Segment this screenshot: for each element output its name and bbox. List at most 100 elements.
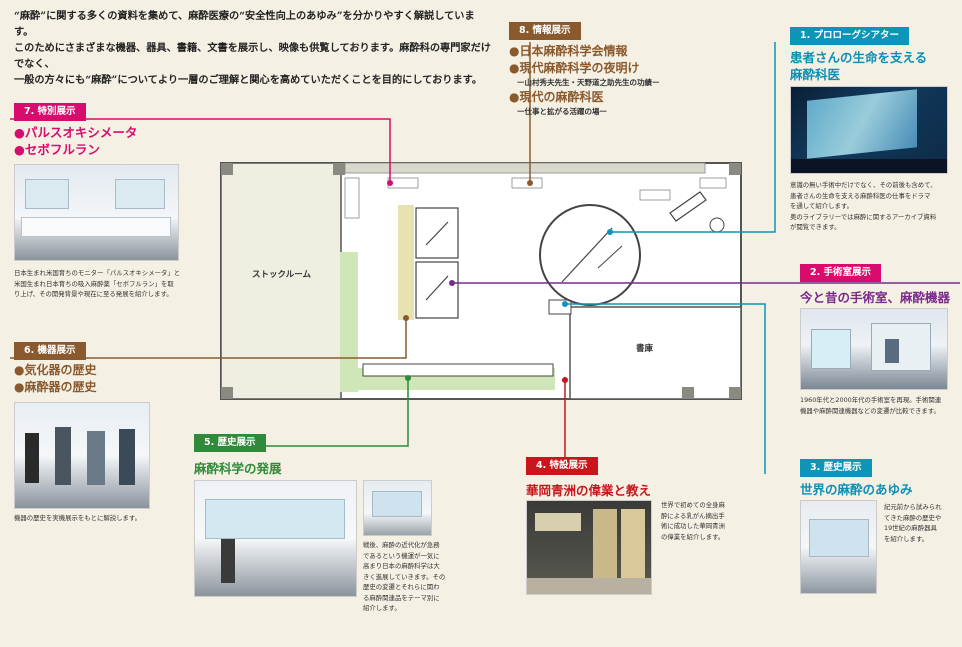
display-case (548, 299, 572, 315)
section-2-photo (800, 308, 948, 390)
connector-6 (10, 318, 407, 359)
display-case (21, 217, 171, 237)
section-1-caption-line: が閲覧できます。 (790, 223, 841, 231)
section-3-caption-line: てきた麻酔の歴史や (884, 513, 942, 522)
intro-text: “麻酔”に関する多くの資料を集めて、麻酔医療の“安全性向上のあゆみ”を分かりやす… (14, 8, 494, 88)
section-1-photo (790, 86, 948, 174)
section-2-caption: 1960年代と2000年代の手術室を再現。手術関連 機器や麻酔関連機器などの変遷… (800, 395, 960, 416)
section-3-caption-line: 紀元前から試みられ (884, 503, 942, 511)
section-7-item: ●パルスオキシメータ (14, 125, 138, 140)
display-case (415, 261, 459, 319)
pillar (729, 163, 741, 175)
section-2-badge: 2. 手術室展示 (800, 264, 882, 282)
section-4-caption-line: 酔による乳がん摘出手 (661, 511, 725, 520)
stock-room (220, 162, 342, 400)
section-8-item-1: ●日本麻酔科学会情報 (509, 44, 628, 58)
stock-room-label: ストックルーム (252, 270, 311, 280)
theater-floor (791, 159, 947, 173)
connector-5 (260, 378, 409, 447)
section-6-caption: 機器の歴史を実機展示をもとに解説します。 (14, 514, 142, 522)
section-3-caption-line: 19世紀の麻酔器具 (884, 524, 937, 532)
section-5-caption-line: 高まり日本の麻酔科学は大 (363, 562, 440, 570)
section-5-caption-line: であるという機運が一気に (363, 551, 440, 560)
section-6-item: ●気化器の歴史 (14, 363, 97, 377)
intro-line-1: “麻酔”に関する多くの資料を集めて、麻酔医療の“安全性向上のあゆみ”を分かりやす… (14, 10, 475, 38)
display-item (425, 221, 449, 246)
connector-6-dot (403, 315, 409, 321)
section-5-badge: 5. 歴史展示 (194, 434, 266, 452)
section-1-caption-line: を通して紹介します。 (790, 202, 854, 210)
section-6-item: ●麻酔器の歴史 (14, 380, 97, 394)
section-7-caption-line: 日本生まれ米国育ちのモニター「パルスオキシメータ」と (14, 269, 181, 277)
display-case (639, 189, 671, 201)
prologue-theater (539, 204, 641, 306)
connector-8-dot (527, 180, 533, 186)
section-4-title: 華岡青洲の偉業と教え (526, 483, 652, 498)
anesthesia-machine (87, 431, 105, 485)
section-7-item: ●セボフルラン (14, 142, 100, 157)
section-3-caption-line: を紹介します。 (884, 534, 929, 543)
theater-seat (597, 245, 623, 269)
section-7-caption-line: 米国生まれ日本育ちの吸入麻酔薬「セボフルラン」を取 (14, 279, 174, 288)
scroll-artwork (593, 509, 617, 579)
connector-5-dot (405, 375, 411, 381)
display-panel (25, 179, 69, 209)
section-5-caption: 戦後、麻酔の近代化が急務 であるという機運が一気に 高まり日本の麻酔科学は大 き… (363, 540, 463, 614)
section-5-caption-line: 紹介します。 (363, 604, 401, 612)
section-3-caption: 紀元前から試みられ てきた麻酔の歴史や 19世紀の麻酔器具 を紹介します。 (884, 502, 962, 544)
section-6-items: ●気化器の歴史 ●麻酔器の歴史 (14, 362, 96, 396)
section-3-title: 世界の麻酔のあゆみ (800, 482, 913, 497)
connector-3-dot (562, 301, 568, 307)
section-5-title: 麻酔科学の発展 (194, 461, 282, 476)
connector-2-dot (449, 280, 455, 286)
section-5-caption-line: 歴史の変遷とそれらに関わ (363, 583, 440, 591)
pillar (682, 387, 694, 399)
section-1-title-line-1: 患者さんの生命を支える (790, 50, 928, 65)
connector-7 (10, 118, 391, 183)
section-8-item-2: ●現代麻酔科学の夜明け (509, 61, 640, 75)
display-case (344, 177, 360, 219)
display-case-long (362, 363, 554, 377)
display-panel (115, 179, 165, 209)
connector-1-dot (607, 229, 613, 235)
vaporizer (25, 433, 39, 483)
zone-5-highlight (340, 252, 358, 392)
section-1-caption: 意識の無い手術中だけでなく、その前後も含めて、 患者さんの生命を支える麻酔科医の… (790, 180, 960, 233)
section-1-title-line-2: 麻酔科医 (790, 67, 841, 82)
zone-6-highlight (398, 205, 414, 320)
history-panel (809, 519, 869, 557)
section-4-caption: 世界で初めての全身麻 酔による乳がん摘出手 術に成功した華岡青洲 の偉業を紹介し… (661, 500, 751, 542)
anesthesia-machine (119, 429, 135, 485)
library-label: 書庫 (636, 344, 654, 354)
section-7-photo (14, 164, 179, 261)
anesthesia-machine (885, 339, 899, 363)
section-1-caption-line: 意識の無い手術中だけでなく、その前後も含めて、 (790, 181, 937, 189)
pillar (221, 387, 233, 399)
section-4-caption-line: の偉業を紹介します。 (661, 532, 725, 541)
section-1-caption-line: 奥のライブラリーでは麻酔に関するアーカイブ資料 (790, 212, 937, 221)
section-8-sub-3: ー仕事と拡がる活躍の場ー (517, 107, 607, 116)
section-3-badge: 3. 歴史展示 (800, 459, 872, 477)
section-1-badge: 1. プロローグシアター (790, 27, 910, 45)
section-4-caption-line: 世界で初めての全身麻 (661, 501, 725, 509)
intro-line-3: 一般の方々にも“麻酔”についてより一層のご理解と関心を高めていただくことを目的に… (14, 74, 483, 86)
section-4-badge: 4. 特設展示 (526, 457, 598, 475)
section-7-items: ●パルスオキシメータ ●セボフルラン (14, 124, 137, 158)
connector-4-dot (562, 377, 568, 383)
section-5-photo-1 (194, 480, 357, 597)
section-8-badge: 8. 情報展示 (509, 22, 581, 40)
pillar (333, 163, 345, 175)
anesthesia-machine (221, 539, 235, 583)
display-case (699, 177, 727, 189)
scroll-artwork (621, 509, 645, 579)
section-5-caption-line: 戦後、麻酔の近代化が急務 (363, 541, 440, 549)
section-5-photo-2 (363, 480, 432, 536)
theater-screen (561, 227, 613, 283)
section-8-content: ●日本麻酔科学会情報 ●現代麻酔科学の夜明け ー山村秀夫先生・天野道之助先生の功… (509, 43, 749, 118)
library-room (569, 306, 742, 400)
section-7-caption: 日本生まれ米国育ちのモニター「パルスオキシメータ」と 米国生まれ日本育ちの吸入麻… (14, 268, 204, 300)
section-6-photo (14, 402, 150, 509)
section-7-badge: 7. 特別展示 (14, 103, 86, 121)
window-strip (344, 162, 706, 174)
